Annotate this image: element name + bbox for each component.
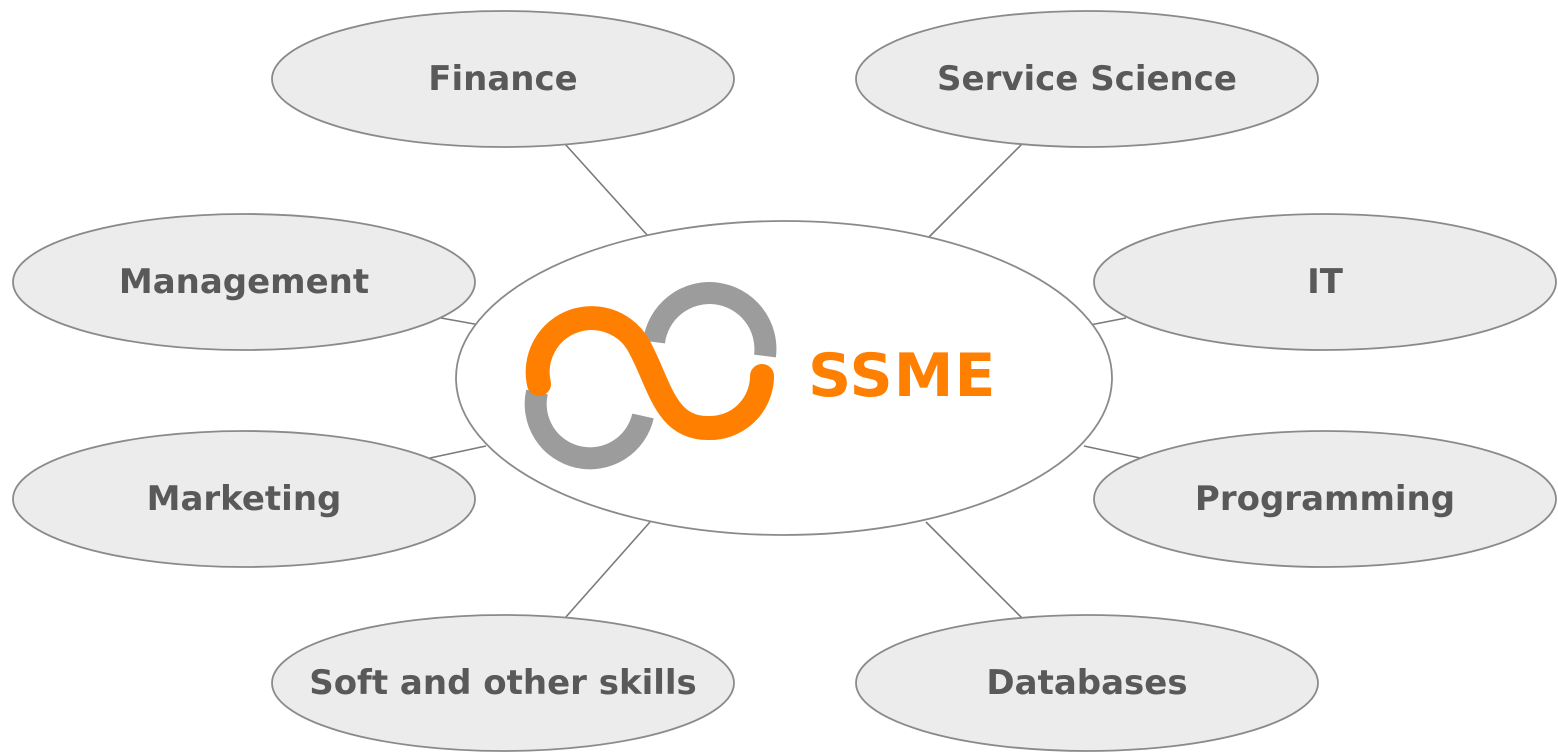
node-label-finance: Finance [428,59,577,99]
infinity-loop-icon [524,282,777,470]
orange-ring-arc [525,306,652,396]
node-shape [1093,430,1557,568]
center-node: SSME [455,220,1113,536]
ssme-logo: SSME [524,282,996,470]
node-databases: Databases [855,614,1319,752]
node-shape [1093,213,1557,351]
logo-text: SSME [808,341,996,411]
node-management: Management [12,213,476,351]
node-shape [12,213,476,351]
center-node-shape [455,220,1113,536]
node-service-science: Service Science [855,10,1319,148]
node-shape [271,10,735,148]
node-programming: Programming [1093,430,1557,568]
node-soft-and-other-skills: Soft and other skills [271,614,735,752]
node-label-marketing: Marketing [147,479,342,519]
node-shape [271,614,735,752]
gray-ring-arc [643,282,777,358]
node-label-databases: Databases [986,663,1187,703]
connector-it [1089,317,1127,326]
node-label-management: Management [119,262,369,302]
connector-databases [925,521,1023,619]
connector-finance [564,143,649,237]
connector-service-science [927,143,1023,239]
node-shape [855,10,1319,148]
connectors [429,143,1141,619]
node-label-it: IT [1307,262,1344,302]
orange-ring-arc [629,342,709,440]
node-label-soft-and-other-skills: Soft and other skills [309,663,697,703]
gray-ring-arc [524,389,654,470]
connector-management [440,317,481,326]
connector-programming [1083,445,1141,459]
node-label-programming: Programming [1195,479,1455,519]
orange-ring-arc [696,364,774,441]
node-marketing: Marketing [12,430,476,568]
node-label-service-science: Service Science [937,59,1237,99]
node-it: IT [1093,213,1557,351]
connector-soft-and-other-skills [564,521,651,619]
connector-marketing [429,445,487,459]
node-shape [855,614,1319,752]
node-shape [12,430,476,568]
node-finance: Finance [271,10,735,148]
